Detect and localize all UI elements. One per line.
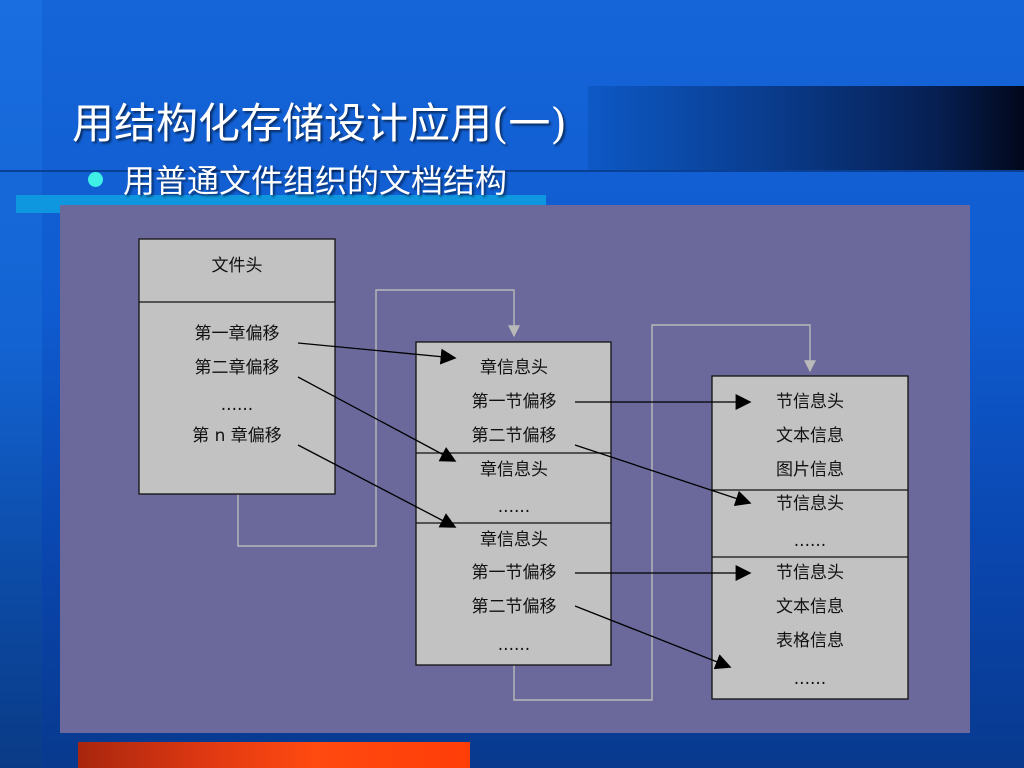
section-item-label: ...... bbox=[794, 669, 826, 689]
section-item-label: 节信息头 bbox=[776, 392, 844, 412]
chapter-item-label: 第一节偏移 bbox=[472, 563, 557, 583]
bullet-item: 用普通文件组织的文档结构 bbox=[88, 157, 507, 201]
file-item-label: ...... bbox=[221, 395, 253, 415]
file-item-label: 第二章偏移 bbox=[195, 358, 280, 378]
section-item-label: 图片信息 bbox=[776, 460, 844, 480]
chapter-item-label: 章信息头 bbox=[480, 358, 548, 378]
section-item-label: 文本信息 bbox=[776, 426, 844, 446]
file-item-label: 第 n 章偏移 bbox=[192, 426, 282, 446]
chapter-item-label: ...... bbox=[498, 497, 530, 517]
document-structure-diagram: 文件头 第一章偏移 第二章偏移 ...... 第 n 章偏移 章信息头 第一节偏… bbox=[138, 238, 909, 701]
section-item-label: 文本信息 bbox=[776, 597, 844, 617]
arrow-chapter-n bbox=[297, 444, 457, 528]
chapter-item-label: 第二节偏移 bbox=[472, 597, 557, 617]
file-header-label: 文件头 bbox=[212, 256, 263, 276]
bottom-accent-bar bbox=[78, 742, 470, 768]
background-left-stripe bbox=[0, 0, 42, 768]
connector-chapter-to-section bbox=[513, 324, 816, 701]
chapter-item-label: 第二节偏移 bbox=[472, 426, 557, 446]
section-item-label: 表格信息 bbox=[776, 631, 844, 651]
arrow-chapter-1 bbox=[297, 342, 457, 365]
section-box bbox=[711, 375, 909, 700]
section-item-label: 节信息头 bbox=[776, 494, 844, 514]
section-item-label: ...... bbox=[794, 531, 826, 551]
title-divider bbox=[0, 170, 1024, 172]
chapter-item-label: 章信息头 bbox=[480, 530, 548, 550]
section-item-label: 节信息头 bbox=[776, 563, 844, 583]
arrow-section-4 bbox=[574, 605, 732, 670]
diagram-panel: 文件头 第一章偏移 第二章偏移 ...... 第 n 章偏移 章信息头 第一节偏… bbox=[60, 205, 970, 733]
bullet-text: 用普通文件组织的文档结构 bbox=[123, 162, 508, 200]
chapter-box bbox=[415, 341, 612, 666]
arrow-chapter-2 bbox=[297, 376, 457, 462]
file-item-label: 第一章偏移 bbox=[195, 324, 280, 344]
slide-title: 用结构化存储设计应用(一) bbox=[72, 99, 567, 148]
bullet-dot-icon bbox=[88, 171, 103, 187]
chapter-item-label: 章信息头 bbox=[480, 460, 548, 480]
chapter-item-label: ...... bbox=[498, 635, 530, 655]
file-header-box bbox=[138, 238, 336, 495]
title-band bbox=[588, 86, 1024, 170]
arrow-section-2 bbox=[574, 444, 752, 507]
chapter-item-label: 第一节偏移 bbox=[472, 392, 557, 412]
